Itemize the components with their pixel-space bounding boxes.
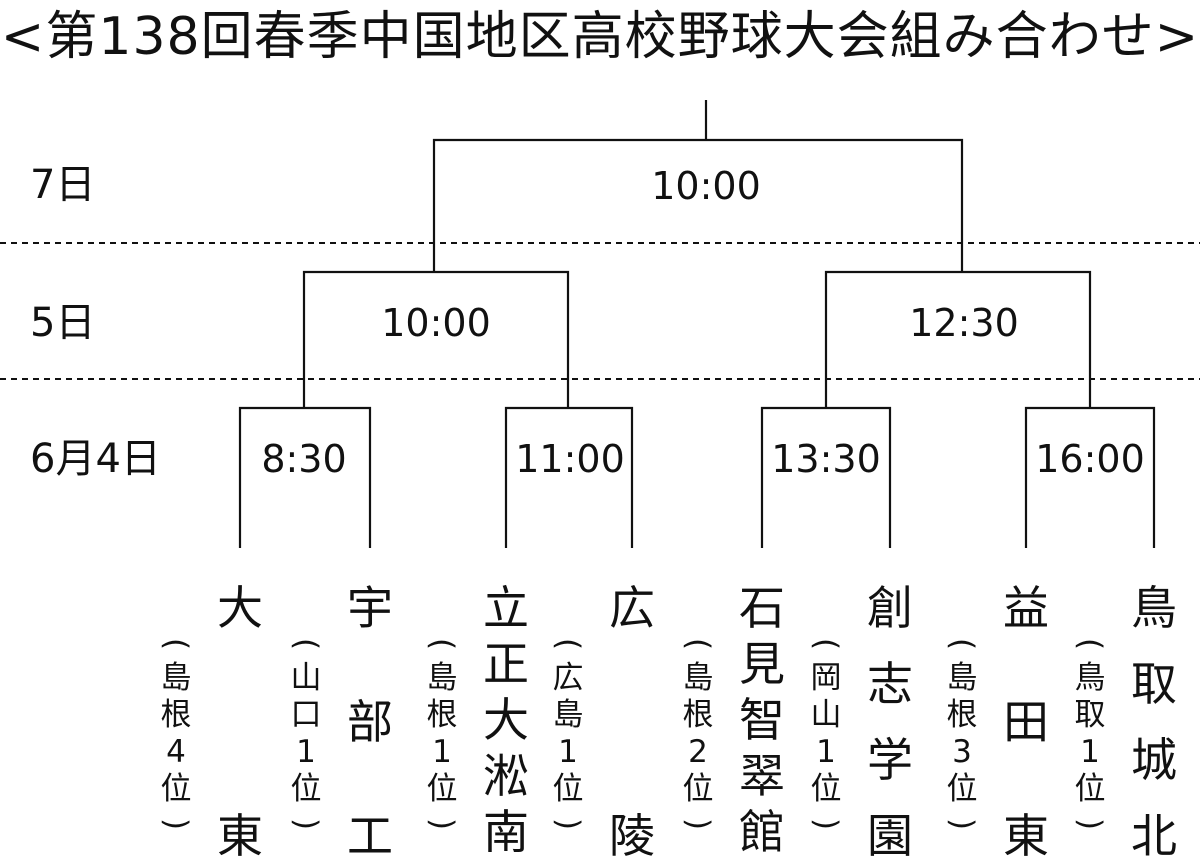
q4-connector [1024,406,1156,548]
game-time-q2: 11:00 [515,437,625,481]
final-connector [432,138,964,272]
team-school-name: 広陵 [609,581,655,863]
round-label-semifinal: 5日 [30,300,96,346]
q2-connector [504,406,634,548]
round-divider-lines [0,242,1200,380]
game-time-semi1: 10:00 [381,301,491,345]
team-school-name: 立正大淞南 [483,581,529,859]
team-school-name: 創志学園 [867,581,913,863]
bracket-lines [238,100,1156,548]
team-school-name: 石見智翠館 [739,581,785,859]
team-school-name: 鳥取城北 [1131,581,1177,863]
game-time-q4: 16:00 [1035,437,1145,481]
q3-connector [760,406,892,548]
team-school-name: 宇部工 [347,581,393,863]
game-time-q3: 13:30 [771,437,881,481]
game-time-semi2: 12:30 [909,301,1019,345]
game-time-final: 10:00 [651,164,761,208]
q1-connector [238,406,372,548]
semi2-connector [824,270,1092,408]
team-school-name: 大東 [217,581,263,863]
team-school-name: 益田東 [1003,581,1049,863]
round-label-quarterfinal: 6月4日 [30,436,161,482]
game-time-q1: 8:30 [261,437,347,481]
round-label-final: 7日 [30,162,96,208]
semi1-connector [302,270,570,408]
diagram-title: <第138回春季中国地区高校野球大会組み合わせ> [0,7,1200,67]
